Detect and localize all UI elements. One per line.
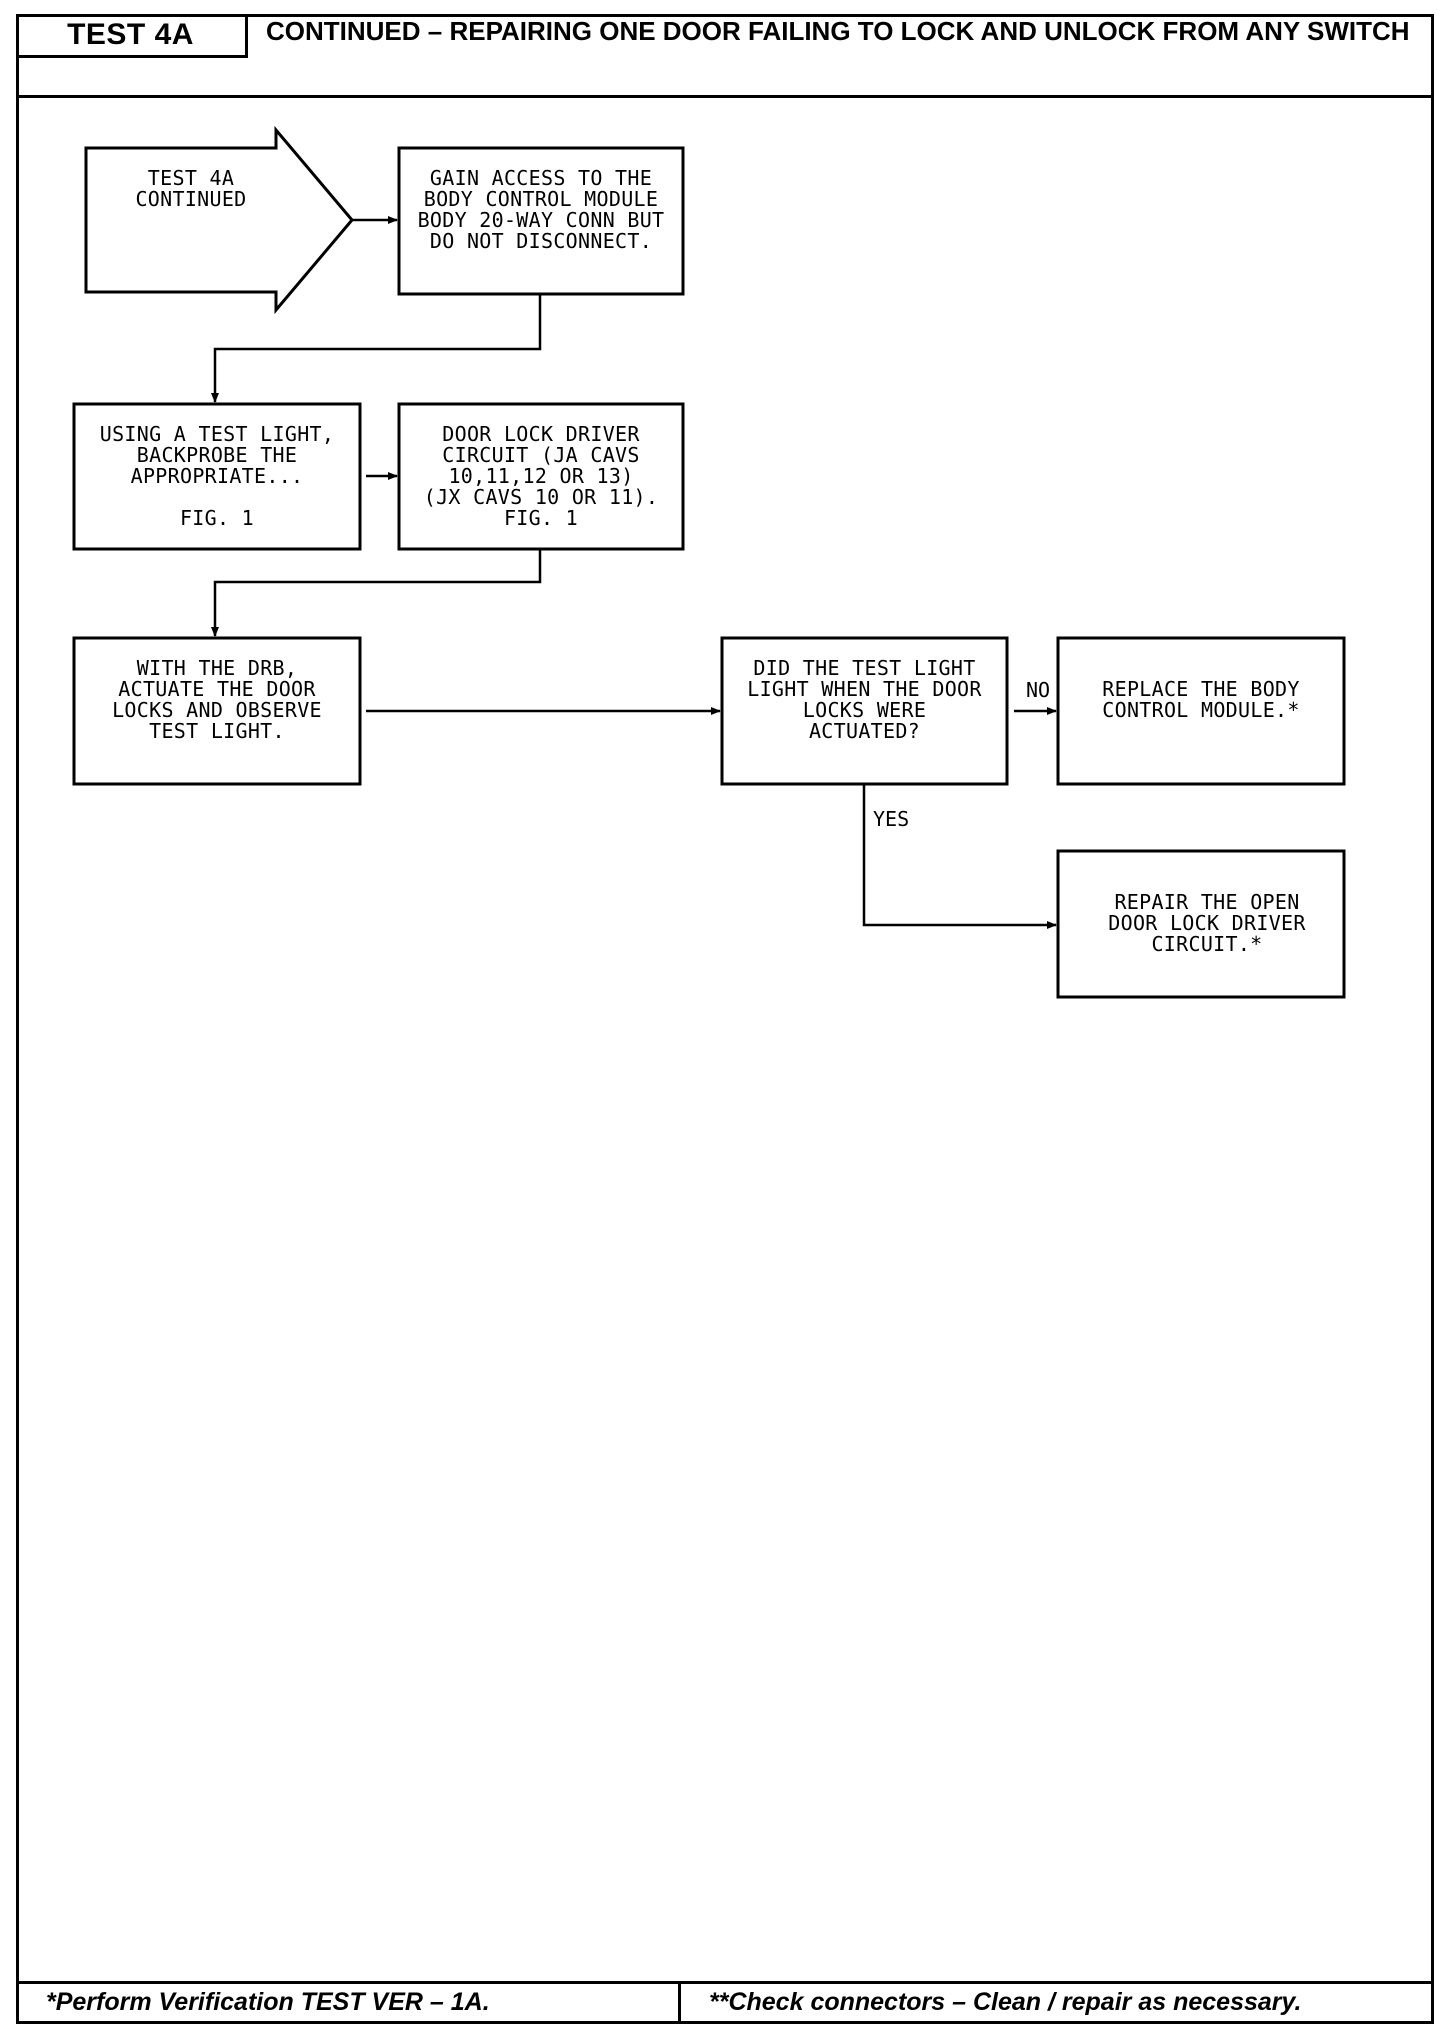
- start-arrow-shape: [84, 125, 354, 315]
- footer-connector-note: **Check connectors – Clean / repair as n…: [709, 1988, 1302, 2016]
- arrow-gain-to-test-light: [211, 294, 542, 403]
- header-bar: [16, 14, 1434, 98]
- footer-bar: [16, 1981, 1434, 2024]
- start-arrow-text: TEST 4A CONTINUED: [135, 166, 247, 211]
- page-title: CONTINUED – REPAIRING ONE DOOR FAILING T…: [266, 16, 1410, 46]
- page-frame: [16, 14, 1434, 2024]
- box-replace-bcm: REPLACE THE BODY CONTROL MODULE.*: [1102, 677, 1300, 722]
- test-label: TEST 4A: [16, 14, 248, 58]
- box-actuate: WITH THE DRB, ACTUATE THE DOOR LOCKS AND…: [112, 656, 322, 743]
- box-test-light: USING A TEST LIGHT, BACKPROBE THE APPROP…: [99, 422, 335, 530]
- box-gain-access: GAIN ACCESS TO THE BODY CONTROL MODULE B…: [417, 166, 665, 253]
- decision-test-light: DID THE TEST LIGHT LIGHT WHEN THE DOOR L…: [747, 656, 982, 743]
- box-driver-circuit: DOOR LOCK DRIVER CIRCUIT (JA CAVS 10,11,…: [423, 422, 659, 530]
- box-actuate-shape: [72, 636, 362, 786]
- box-test-light-shape: [72, 402, 362, 551]
- label-no: NO: [1026, 678, 1051, 702]
- label-yes: YES: [873, 807, 910, 831]
- arrow-driver-to-actuate: [211, 549, 542, 637]
- box-repair-shape: [1056, 849, 1346, 999]
- footer-verification-note: *Perform Verification TEST VER – 1A.: [16, 1981, 681, 2024]
- box-repair-circuit: REPAIR THE OPEN DOOR LOCK DRIVER CIRCUIT…: [1108, 890, 1306, 956]
- box-replace-shape: [1056, 636, 1346, 786]
- arrow-decision-yes: [862, 784, 1057, 929]
